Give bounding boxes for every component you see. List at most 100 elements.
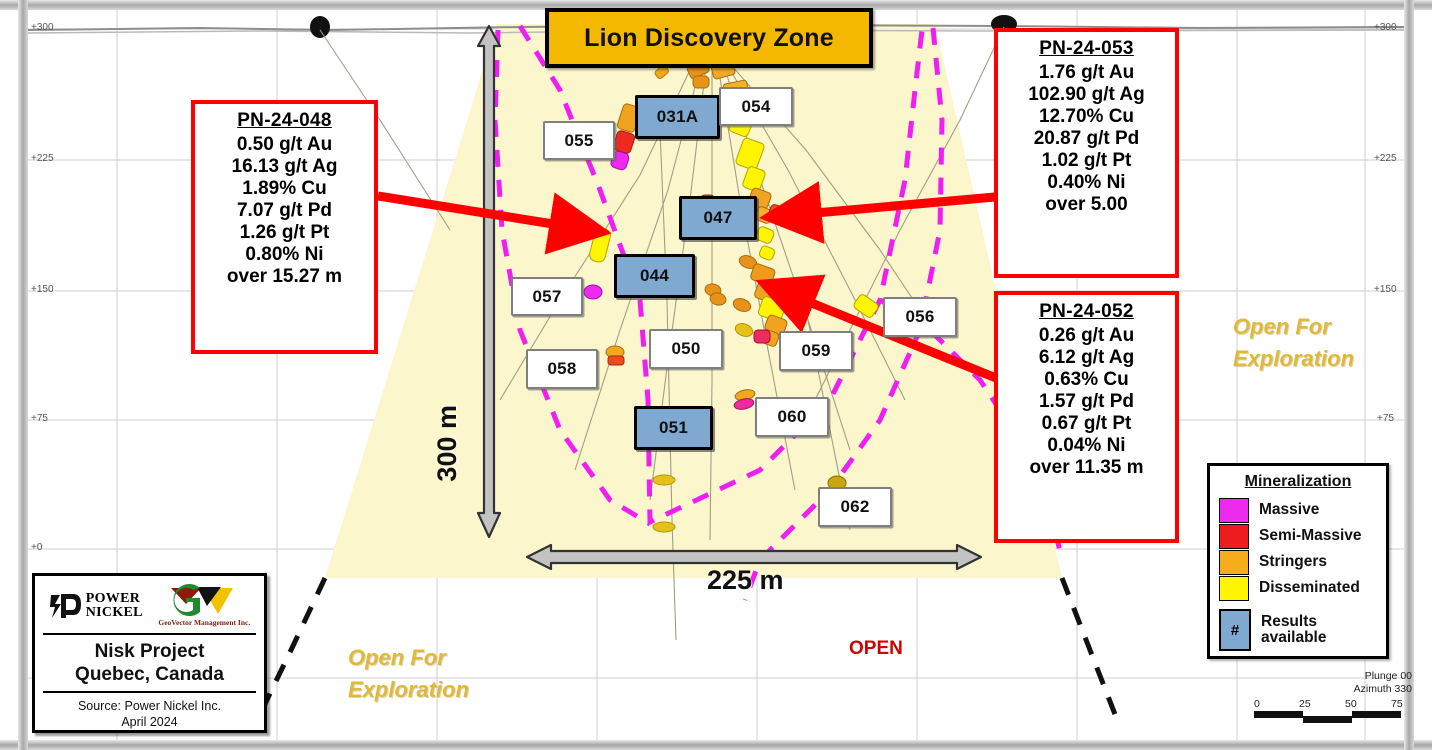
- project-title: Nisk Project Quebec, Canada: [35, 635, 264, 691]
- legend-label: Semi-Massive: [1259, 527, 1362, 545]
- drill-hole-label-059[interactable]: 059: [779, 331, 853, 371]
- open-for-exploration-line1: Open For: [1233, 314, 1331, 339]
- assay-line: 0.67 g/t Pt: [1041, 413, 1132, 435]
- source-line2: April 2024: [121, 714, 178, 729]
- frame-left-bar: [18, 0, 28, 750]
- azimuth-label: Azimuth 330: [1353, 683, 1412, 696]
- panel-divider-top: [43, 633, 256, 635]
- assay-callout-PN-24-053: PN-24-053 1.76 g/t Au 102.90 g/t Ag 12.7…: [994, 28, 1179, 278]
- legend-swatch-stringers: [1219, 550, 1249, 575]
- legend-label-results-line2: available: [1261, 629, 1327, 646]
- drill-hole-label-060[interactable]: 060: [755, 397, 829, 437]
- assay-callout-id: PN-24-053: [1039, 38, 1134, 59]
- open-for-exploration-line2: Exploration: [348, 676, 470, 702]
- leader-arrow-053: [758, 181, 996, 244]
- drill-hole-label-057[interactable]: 057: [511, 277, 583, 316]
- drill-hole-label-051[interactable]: 051: [634, 406, 713, 450]
- power-nickel-logo: POWER NICKEL: [49, 591, 143, 621]
- drill-hole-label-050[interactable]: 050: [649, 329, 723, 369]
- drill-hole-id: 044: [640, 266, 669, 285]
- legend-title: Mineralization: [1244, 473, 1352, 490]
- legend-item-disseminated: Disseminated: [1219, 576, 1377, 601]
- assay-line: 16.13 g/t Ag: [231, 156, 338, 178]
- legend-label-results: Results available: [1261, 612, 1327, 647]
- geovector-wordmark: GeoVector Management Inc.: [158, 618, 251, 628]
- scale-bar-seg: [1352, 711, 1401, 718]
- axis-label-right: +75: [1377, 413, 1394, 424]
- legend-label: Massive: [1259, 501, 1320, 519]
- panel-divider-bottom: [43, 691, 256, 693]
- plunge-label: Plunge 00: [1364, 670, 1412, 682]
- power-nickel-mark-icon: [49, 593, 81, 618]
- open-for-exploration-line1: Open For: [348, 645, 446, 670]
- drill-hole-label-044[interactable]: 044: [614, 254, 695, 298]
- project-title-line1: Nisk Project: [94, 640, 205, 662]
- drill-hole-id: 057: [532, 286, 562, 306]
- axis-label-right: +300: [1374, 22, 1397, 33]
- legend-swatch-massive: [1219, 498, 1249, 523]
- legend-label: Stringers: [1259, 553, 1328, 571]
- source-line1: Source: Power Nickel Inc.: [77, 698, 222, 713]
- assay-line: 1.02 g/t Pt: [1041, 150, 1132, 172]
- legend-label-results-line1: Results: [1261, 612, 1317, 630]
- drill-hole-label-055[interactable]: 055: [543, 121, 615, 160]
- assay-callout-id: PN-24-052: [1039, 301, 1134, 322]
- axis-label-left: +300: [31, 22, 54, 33]
- drill-hole-id: 047: [703, 208, 733, 227]
- open-label: OPEN: [849, 638, 903, 659]
- drill-hole-label-062[interactable]: 062: [818, 487, 892, 527]
- assay-line: 12.70% Cu: [1038, 106, 1135, 128]
- assay-line: 1.57 g/t Pd: [1038, 391, 1135, 413]
- vertical-scale-arrow: [476, 24, 502, 539]
- project-title-line2: Quebec, Canada: [75, 663, 224, 685]
- drill-hole-id: 054: [741, 96, 771, 116]
- drill-hole-label-056[interactable]: 056: [883, 297, 957, 337]
- assay-line: 7.07 g/t Pd: [236, 200, 333, 222]
- scale-bar-graphic: [1254, 711, 1410, 723]
- drill-collar: [310, 16, 330, 38]
- drill-hole-id: 060: [777, 407, 807, 426]
- drill-hole-label-047[interactable]: 047: [679, 196, 757, 240]
- legend-item-results-available: # Results available: [1219, 609, 1377, 651]
- assay-callout-id: PN-24-048: [237, 110, 332, 131]
- axis-label-left: +0: [31, 542, 43, 553]
- legend-swatch-results: #: [1219, 609, 1251, 651]
- assay-line: 20.87 g/t Pd: [1033, 128, 1140, 150]
- legend-item-massive: Massive: [1219, 498, 1377, 523]
- assay-line: 102.90 g/t Ag: [1028, 84, 1145, 106]
- drill-hole-id: 050: [671, 339, 701, 358]
- axis-label-right: +225: [1374, 153, 1397, 164]
- assay-line: 0.04% Ni: [1047, 435, 1126, 457]
- axis-label-left: +225: [31, 153, 54, 164]
- legend-swatch-disseminated: [1219, 576, 1249, 601]
- title-banner-label: Lion Discovery Zone: [584, 23, 834, 52]
- source-credit: Source: Power Nickel Inc. April 2024: [35, 693, 264, 731]
- drill-hole-id: 062: [840, 497, 870, 516]
- drill-hole-id: 056: [905, 307, 935, 326]
- drill-hole-label-058[interactable]: 058: [526, 349, 598, 389]
- drill-hole-label-054[interactable]: 054: [719, 87, 793, 126]
- assay-callout-PN-24-048: PN-24-048 0.50 g/t Au 16.13 g/t Ag 1.89%…: [191, 100, 378, 354]
- assay-line: 0.40% Ni: [1047, 172, 1126, 194]
- assay-line: 0.50 g/t Au: [236, 134, 333, 156]
- frame-right-bar: [1404, 0, 1414, 750]
- scale-bar-seg: [1254, 711, 1303, 718]
- projection-dashed-right: [1059, 577, 1121, 723]
- frame-top-bar: [0, 0, 1432, 10]
- power-nickel-line1: POWER: [85, 590, 141, 606]
- projection-dashed-left: [259, 576, 328, 712]
- drill-hole-id: 031A: [656, 107, 699, 126]
- horizontal-scale-arrow: [525, 543, 983, 571]
- legend-item-stringers: Stringers: [1219, 550, 1377, 575]
- assay-line: 1.76 g/t Au: [1038, 62, 1135, 84]
- horizontal-scale-label: 225 m: [707, 565, 784, 595]
- zone-envelope-fill: [325, 24, 1062, 578]
- mineralization-legend: Mineralization Massive Semi-Massive Stri…: [1207, 463, 1389, 659]
- logo-row: POWER NICKEL GeoVector Management Inc.: [35, 576, 264, 633]
- power-nickel-line2: NICKEL: [85, 604, 143, 620]
- drill-hole-label-031A[interactable]: 031A: [635, 95, 720, 139]
- axis-label-left: +150: [31, 284, 54, 295]
- drill-hole-id: 055: [564, 130, 594, 150]
- geovector-mark-icon: [171, 584, 234, 617]
- scale-tick-25: 25: [1299, 698, 1311, 710]
